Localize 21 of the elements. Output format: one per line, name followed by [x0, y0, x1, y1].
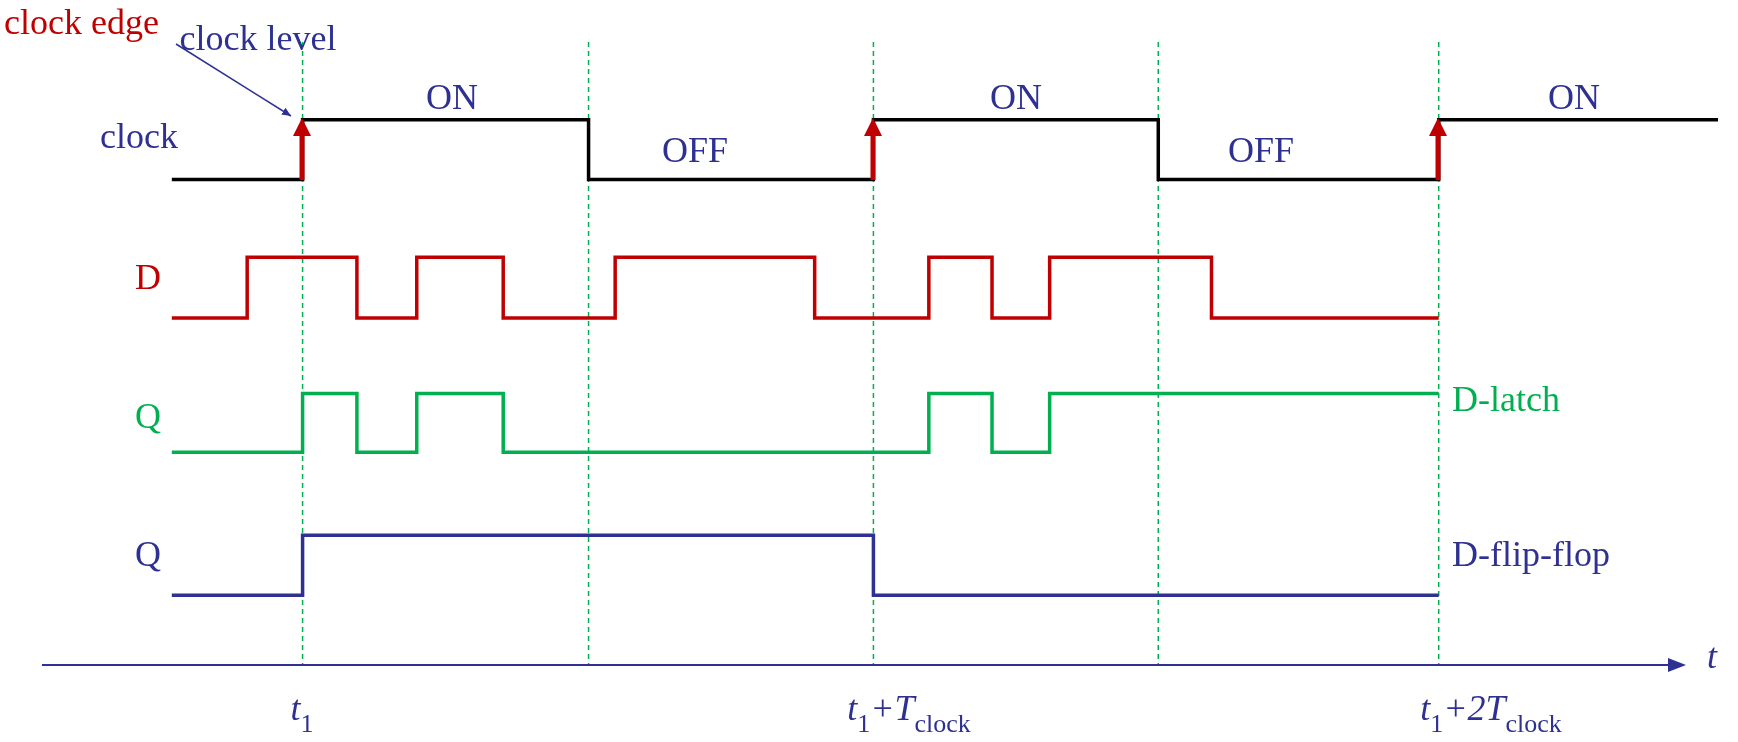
signal-label: D [135, 256, 161, 299]
signal-label: clock [100, 115, 178, 158]
leader-line [175, 43, 292, 117]
level-label: ON [1548, 76, 1600, 119]
time-label: t$_{1}$+2T$_{clock}$ [1420, 687, 1562, 730]
signal-label: Q [135, 533, 161, 576]
clock-edge-arrow [864, 118, 882, 180]
signal-label: Q [135, 395, 161, 438]
level-label: ON [426, 76, 478, 119]
waveform-label: D-flip-flop [1452, 533, 1610, 576]
time-label: t$_{1}$ [290, 687, 314, 730]
time-label: t$_{1}$+T$_{clock}$ [847, 687, 971, 730]
clock-edge-arrow [293, 118, 311, 180]
level-label: OFF [662, 129, 728, 172]
waveform-label: D-latch [1452, 378, 1560, 421]
signal-label: clock level [179, 17, 337, 60]
clock-edge-arrow [1429, 118, 1447, 180]
level-label: OFF [1228, 129, 1294, 172]
level-label: ON [990, 76, 1042, 119]
callout-text: clock edge [4, 0, 176, 44]
axis-label: t [1707, 635, 1717, 678]
